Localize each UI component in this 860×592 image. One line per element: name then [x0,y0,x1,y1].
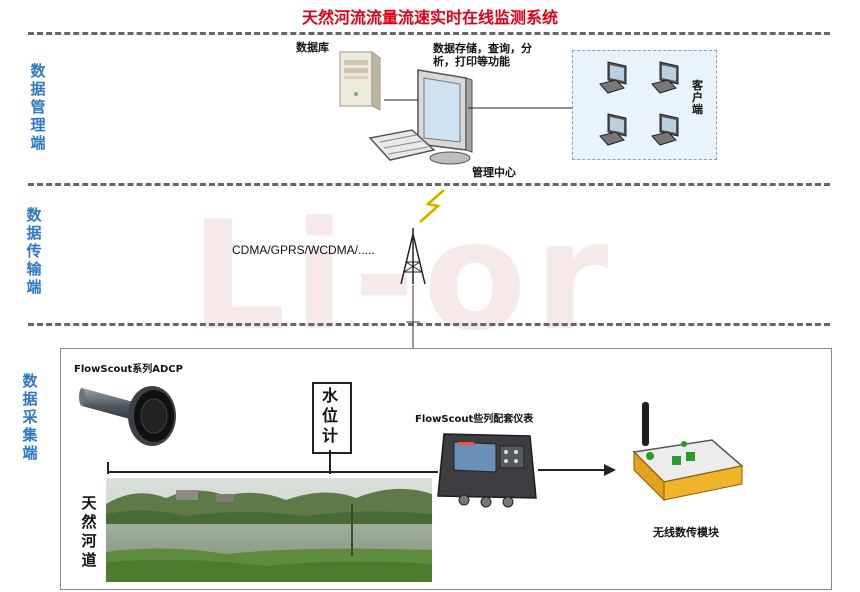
client-computer-icon [651,61,679,94]
diagram-title: 天然河流流量流速实时在线监测系统 [301,8,558,27]
management-center-label: 管理中心 [472,166,516,179]
meter-label: FlowScout些列配套仪表 [415,414,534,425]
database-server-icon [338,51,382,111]
layer-label-acquisition: 数据采集端 [22,372,38,462]
adcp-sensor-icon [79,386,176,446]
client-label: 客户端 [692,79,703,116]
client-computer-icon [599,61,627,94]
wireless-module-icon [632,402,744,502]
water-level-gauge-box [312,382,352,454]
client-area [572,50,717,160]
separator-top [28,32,830,35]
watermark-text: Li-or [190,190,617,364]
wireless-module-label: 无线数传模块 [653,526,719,539]
database-label: 数据库 [296,41,329,54]
client-computer-icon [599,113,627,146]
layer-label-transmission: 数据传输端 [26,206,42,296]
transmission-protocols-label: CDMA/GPRS/WCDMA/..... [232,243,375,257]
functions-label-line2: 析，打印等功能 [433,55,510,68]
separator-transmission-acquisition [28,323,830,326]
flow-meter-icon [437,433,537,508]
adcp-label: FlowScout系列ADCP [74,364,183,375]
antenna-tower-icon [400,228,426,285]
separator-management-transmission [28,183,830,186]
management-computer-icon [368,69,473,165]
water-level-gauge-label: 水位计 [321,386,338,445]
river-photo [106,478,432,582]
client-computer-icon [651,113,679,146]
layer-label-management: 数据管理端 [30,62,46,152]
river-label: 天然河道 [81,494,97,569]
functions-label-line1: 数据存储，查询，分 [433,42,532,55]
